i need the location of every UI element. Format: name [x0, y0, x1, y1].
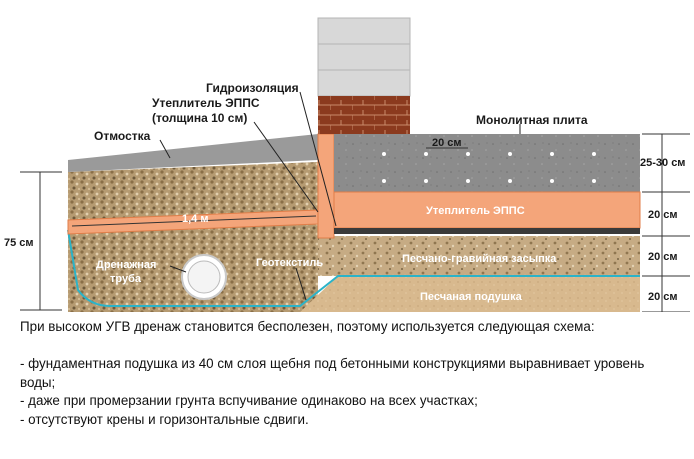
label-width: 1,4 м [182, 213, 209, 225]
gravel-backfill [68, 162, 318, 312]
dimension-lines-right [642, 133, 690, 312]
dim-slab: 25-30 см [640, 157, 685, 169]
label-drain-pipe-1: Дренажная [96, 259, 156, 271]
notes-item: - отсутствуют крены и горизонтальные сдв… [20, 411, 309, 427]
monolithic-slab [334, 134, 640, 192]
wall-brick [318, 96, 410, 134]
dim-gravel: 20 см [648, 251, 678, 263]
label-waterproofing: Гидроизоляция [206, 81, 299, 95]
epps-vertical [317, 133, 335, 239]
dimension-line-left [20, 171, 62, 311]
dim-sand: 20 см [648, 291, 678, 303]
slab-insulation [333, 191, 641, 229]
rebar-dots [382, 152, 596, 183]
label-epps-insulation: Утеплитель ЭППС [152, 96, 260, 110]
label-slab-insulation: Утеплитель ЭППС [426, 205, 525, 217]
foundation-diagram: Гидроизоляция Утеплитель ЭППС (толщина 1… [4, 17, 690, 312]
notes-text: При высоком УГВ дренаж становится беспол… [20, 318, 680, 429]
label-spacing: 20 см [432, 137, 462, 149]
wall-blocks [317, 17, 411, 97]
waterproofing-strip [334, 228, 640, 234]
label-geotextile: Геотекстиль [256, 257, 323, 269]
geotextile-line [67, 229, 640, 307]
sand-gravel-layer [318, 236, 640, 276]
label-blind-area: Отмостка [94, 129, 151, 143]
drain-pipe-inner [187, 260, 221, 294]
sand-cushion-layer [300, 276, 640, 312]
label-sand-gravel-fill: Песчано-гравийная засыпка [402, 253, 557, 265]
label-epps-thickness: (толщина 10 см) [152, 111, 247, 125]
width-arrow [71, 215, 317, 227]
notes-item: - даже при промерзании грунта вспучивани… [20, 393, 478, 408]
blind-area [68, 134, 318, 172]
notes-intro: При высоком УГВ дренаж становится беспол… [20, 319, 595, 334]
dim-insulation: 20 см [648, 209, 678, 221]
label-drain-pipe-2: труба [110, 273, 142, 285]
leader-lines [159, 91, 521, 301]
label-monolithic-slab: Монолитная плита [476, 113, 588, 127]
dim-total-depth: 75 см [4, 237, 34, 249]
notes-item: - фундаментная подушка из 40 см слоя щеб… [20, 356, 645, 390]
label-sand-cushion: Песчаная подушка [420, 291, 523, 303]
